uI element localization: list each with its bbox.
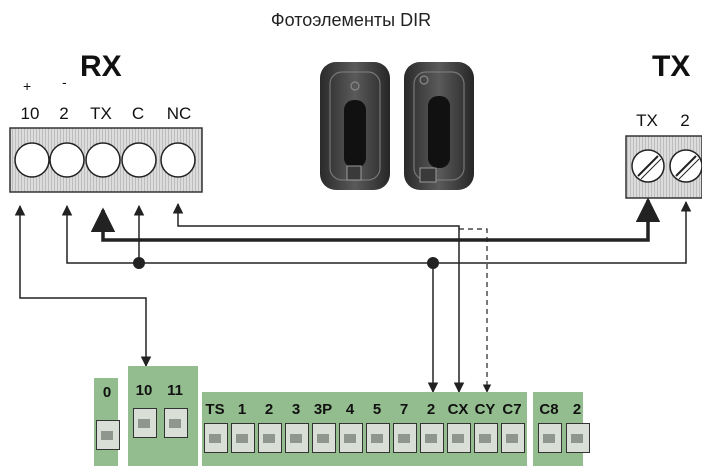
board-terminal-slot [566,423,590,453]
wiring [14,197,692,394]
board-terminal-label: 1 [237,401,247,418]
tx-terminal-block [625,135,702,199]
rx-heading: RX [80,50,122,83]
rx-screw-10 [14,142,50,178]
board-terminal-slot [447,423,471,453]
board-terminal-label: 5 [372,401,382,418]
rx-terminal-label-2: 2 [59,104,69,123]
diagram-title: Фотоэлементы DIR [270,10,432,30]
rx-terminal-label-tx: TX [90,104,112,123]
rx-terminal-label-10: 10 [20,104,40,123]
wire-cy-dashed [459,228,492,393]
junction-dot-right [427,257,439,269]
board-terminal-slot [133,408,157,438]
board-terminal-slot [393,423,417,453]
rx-plus-sign: + [23,78,32,94]
junction-dot-left [133,257,145,269]
photocell-device-left [320,62,390,190]
board-terminal-slot [538,423,562,453]
board-terminal-label: 2 [572,401,582,418]
board-terminal-slot [474,423,498,453]
board-terminal-label: 7 [399,401,409,418]
board-terminal-label: 10 [135,382,153,399]
board-terminal-label: 11 [167,382,183,399]
board-terminal-label: CX [447,401,469,418]
tx-heading: TX [652,50,691,83]
board-terminal-slot [501,423,525,453]
wire-nc-cx [172,202,465,394]
board-terminal-slot [204,423,228,453]
board-block-c [202,392,527,466]
board-terminal-slot [258,423,282,453]
wire-tx-tx [90,197,661,242]
board-terminal-label: 4 [345,401,355,418]
board-terminal-slot [312,423,336,453]
board-terminal-label: TS [205,401,225,418]
board-terminal-label: 0 [102,384,112,401]
board-terminal-slot [420,423,444,453]
photocell-device-right [404,62,474,190]
board-terminal-label: 2 [426,401,436,418]
rx-terminal-block [9,127,203,193]
wire-2-2 [61,200,692,264]
rx-terminal-label-nc: NC [166,104,192,123]
wire-10-10 [14,204,152,368]
tx-terminal-label-2: 2 [680,111,690,130]
rx-terminal-label-c: C [131,104,145,123]
board-terminal-label: 3 [291,401,301,418]
board-terminal-label: CY [474,401,496,418]
board-terminal-label: C7 [502,401,522,418]
rx-minus-sign: - [62,74,67,90]
rx-screw-c [121,142,157,178]
board-terminal-label: 2 [264,401,274,418]
board-terminal-slot [366,423,390,453]
board-terminal-label: 3P [313,401,333,418]
board-terminal-slot [231,423,255,453]
rx-screw-tx [85,142,121,178]
rx-screw-nc [160,142,196,178]
board-terminal-label: C8 [539,401,559,418]
board-terminal-slot [164,408,188,438]
board-terminal-slot [339,423,363,453]
board-terminal-slot [285,423,309,453]
tx-terminal-label-tx: TX [636,111,658,130]
board-terminal-slot [96,420,120,450]
rx-screw-2 [49,142,85,178]
